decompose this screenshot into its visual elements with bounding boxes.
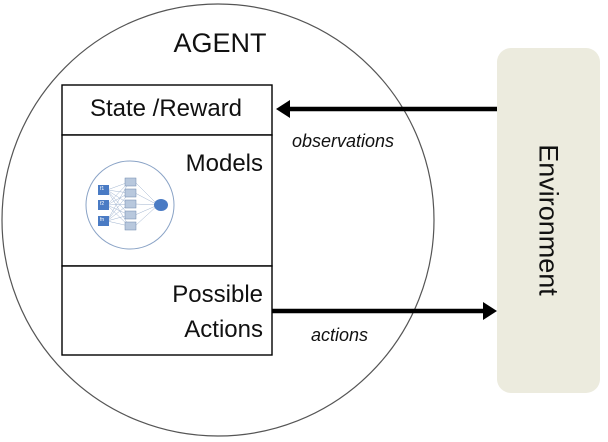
actions-box-label: Actions [184,316,263,343]
possible-label: Possible [172,281,263,308]
state-reward-label: State /Reward [89,95,243,122]
observations-arrowhead [276,100,290,118]
models-label: Models [185,150,263,177]
input-label-f1: f1 [100,186,105,192]
observations-label: observations [292,131,395,151]
possible-actions-box [61,265,273,356]
input-node-f1 [98,185,109,195]
input-node-f2 [98,200,109,210]
input-label-f2: f2 [100,201,105,207]
actions-edge-label: actions [311,325,369,345]
environment-label: Environment [533,144,564,296]
state-reward-box [61,84,273,136]
actions-arrowhead [483,302,497,320]
output-node [154,199,168,211]
input-label-fn: fn [100,217,105,223]
input-node-fn [98,216,109,226]
agent-title: AGENT [173,28,267,58]
environment-box [497,48,600,393]
neural-network-icon [85,160,175,250]
